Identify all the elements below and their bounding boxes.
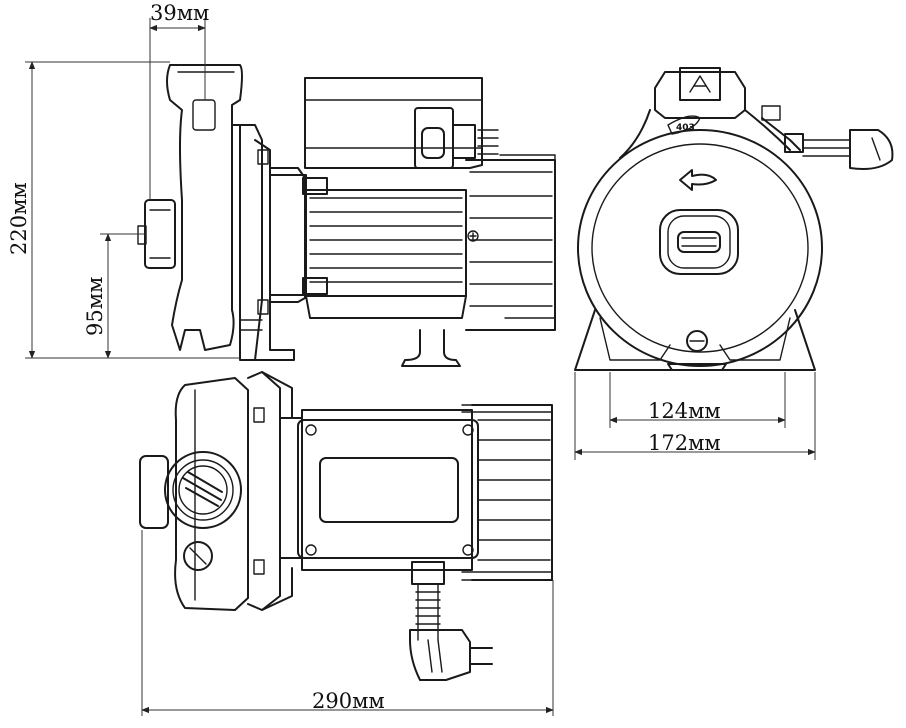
fan-cover-ribs <box>469 154 556 319</box>
top-view <box>139 371 553 681</box>
rotation-arrow-icon <box>679 169 717 191</box>
dim-foot-outer: 172мм <box>648 431 721 455</box>
dim-top-width: 39мм <box>150 1 209 25</box>
plug-icon <box>409 629 471 681</box>
dimensions: 39мм 220мм 95мм 124мм 172мм 290мм <box>7 1 816 716</box>
dim-total-length: 290мм <box>312 689 385 713</box>
plug-icon <box>849 129 894 170</box>
dim-axis-height: 95мм <box>83 277 107 336</box>
dim-total-height: 220мм <box>7 182 31 255</box>
motor-fins <box>309 197 463 283</box>
lid-screws <box>305 424 474 556</box>
dim-foot-inner: 124мм <box>648 399 721 423</box>
side-view <box>137 64 556 367</box>
front-view: 403 <box>574 67 894 371</box>
badge-label: 403 <box>676 123 695 133</box>
